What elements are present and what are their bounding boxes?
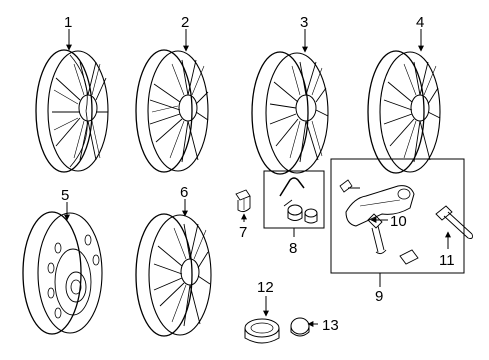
wheel-6 (135, 213, 212, 337)
leader-lines (64, 29, 451, 327)
center-cap (244, 318, 280, 344)
wheel-5-steel (22, 211, 103, 335)
wheel-1 (35, 49, 109, 173)
callout-2: 2 (181, 14, 189, 31)
callout-4: 4 (416, 14, 424, 31)
tpms-sensor-kit (330, 158, 465, 274)
callout-1: 1 (64, 14, 72, 31)
callout-3: 3 (300, 14, 308, 31)
callout-9: 9 (375, 288, 383, 305)
callout-10: 10 (390, 213, 407, 230)
callout-6: 6 (180, 184, 188, 201)
wheel-2 (135, 49, 209, 173)
callout-7: 7 (239, 224, 247, 241)
callout-5: 5 (61, 187, 69, 204)
valve-stem (435, 205, 473, 239)
small-cap (290, 317, 310, 337)
wheel-3 (251, 51, 329, 175)
callout-13: 13 (322, 317, 339, 334)
lug-nut (235, 189, 251, 213)
callout-11: 11 (439, 252, 455, 269)
wheel-lock-kit (263, 170, 325, 229)
callout-8: 8 (289, 240, 297, 257)
wheel-4 (367, 50, 441, 174)
callout-12: 12 (257, 279, 274, 296)
